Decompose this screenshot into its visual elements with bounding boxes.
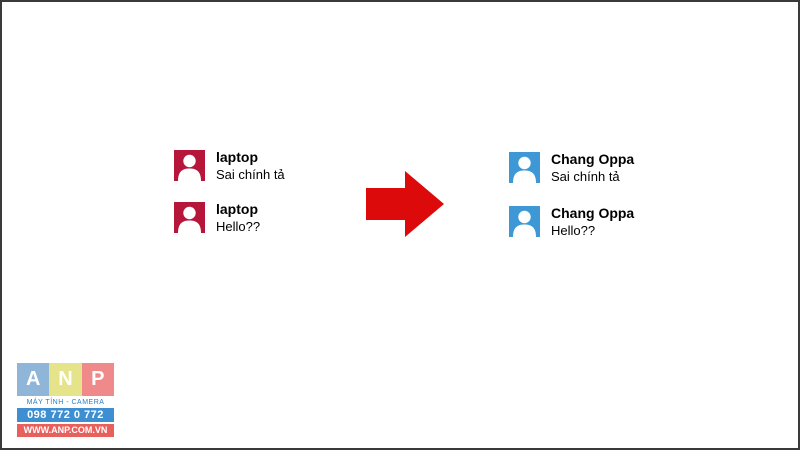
logo-phone: 098 772 0 772 — [17, 408, 114, 422]
before-avatar-2-svg — [174, 202, 205, 233]
comment-author: laptop — [216, 149, 258, 165]
logo-tagline: MÁY TÍNH - CAMERA — [26, 399, 105, 406]
logo-letter-n: N — [49, 363, 82, 396]
logo-website: WWW.ANP.COM.VN — [17, 424, 114, 437]
user-avatar-icon — [174, 202, 205, 233]
comment-author: Chang Oppa — [551, 151, 635, 167]
after-comment-2: Chang Oppa Hello?? — [509, 205, 635, 240]
comment-message: Sai chính tả — [216, 167, 285, 182]
comment-author: laptop — [216, 201, 258, 217]
after-avatar-2-svg — [509, 206, 540, 237]
user-avatar-icon — [509, 152, 540, 183]
right-arrow-icon — [366, 171, 444, 237]
logo-letter-a: A — [17, 363, 50, 396]
before-comment-1: laptop Sai chính tả — [174, 149, 285, 184]
before-avatar-1-svg — [174, 150, 205, 181]
anp-logo: A N P MÁY TÍNH - CAMERA 098 772 0 772 WW… — [17, 363, 114, 439]
comment-message: Hello?? — [551, 223, 596, 238]
logo-letters: A N P — [17, 363, 114, 396]
after-comment-1: Chang Oppa Sai chính tả — [509, 151, 635, 186]
user-avatar-icon — [509, 206, 540, 237]
comment-message: Hello?? — [216, 219, 261, 234]
after-avatar-1-svg — [509, 152, 540, 183]
comment-message: Sai chính tả — [551, 169, 620, 184]
logo-letter-p: P — [81, 363, 114, 396]
comment-author: Chang Oppa — [551, 205, 635, 221]
user-avatar-icon — [174, 150, 205, 181]
before-comment-2: laptop Hello?? — [174, 201, 261, 236]
